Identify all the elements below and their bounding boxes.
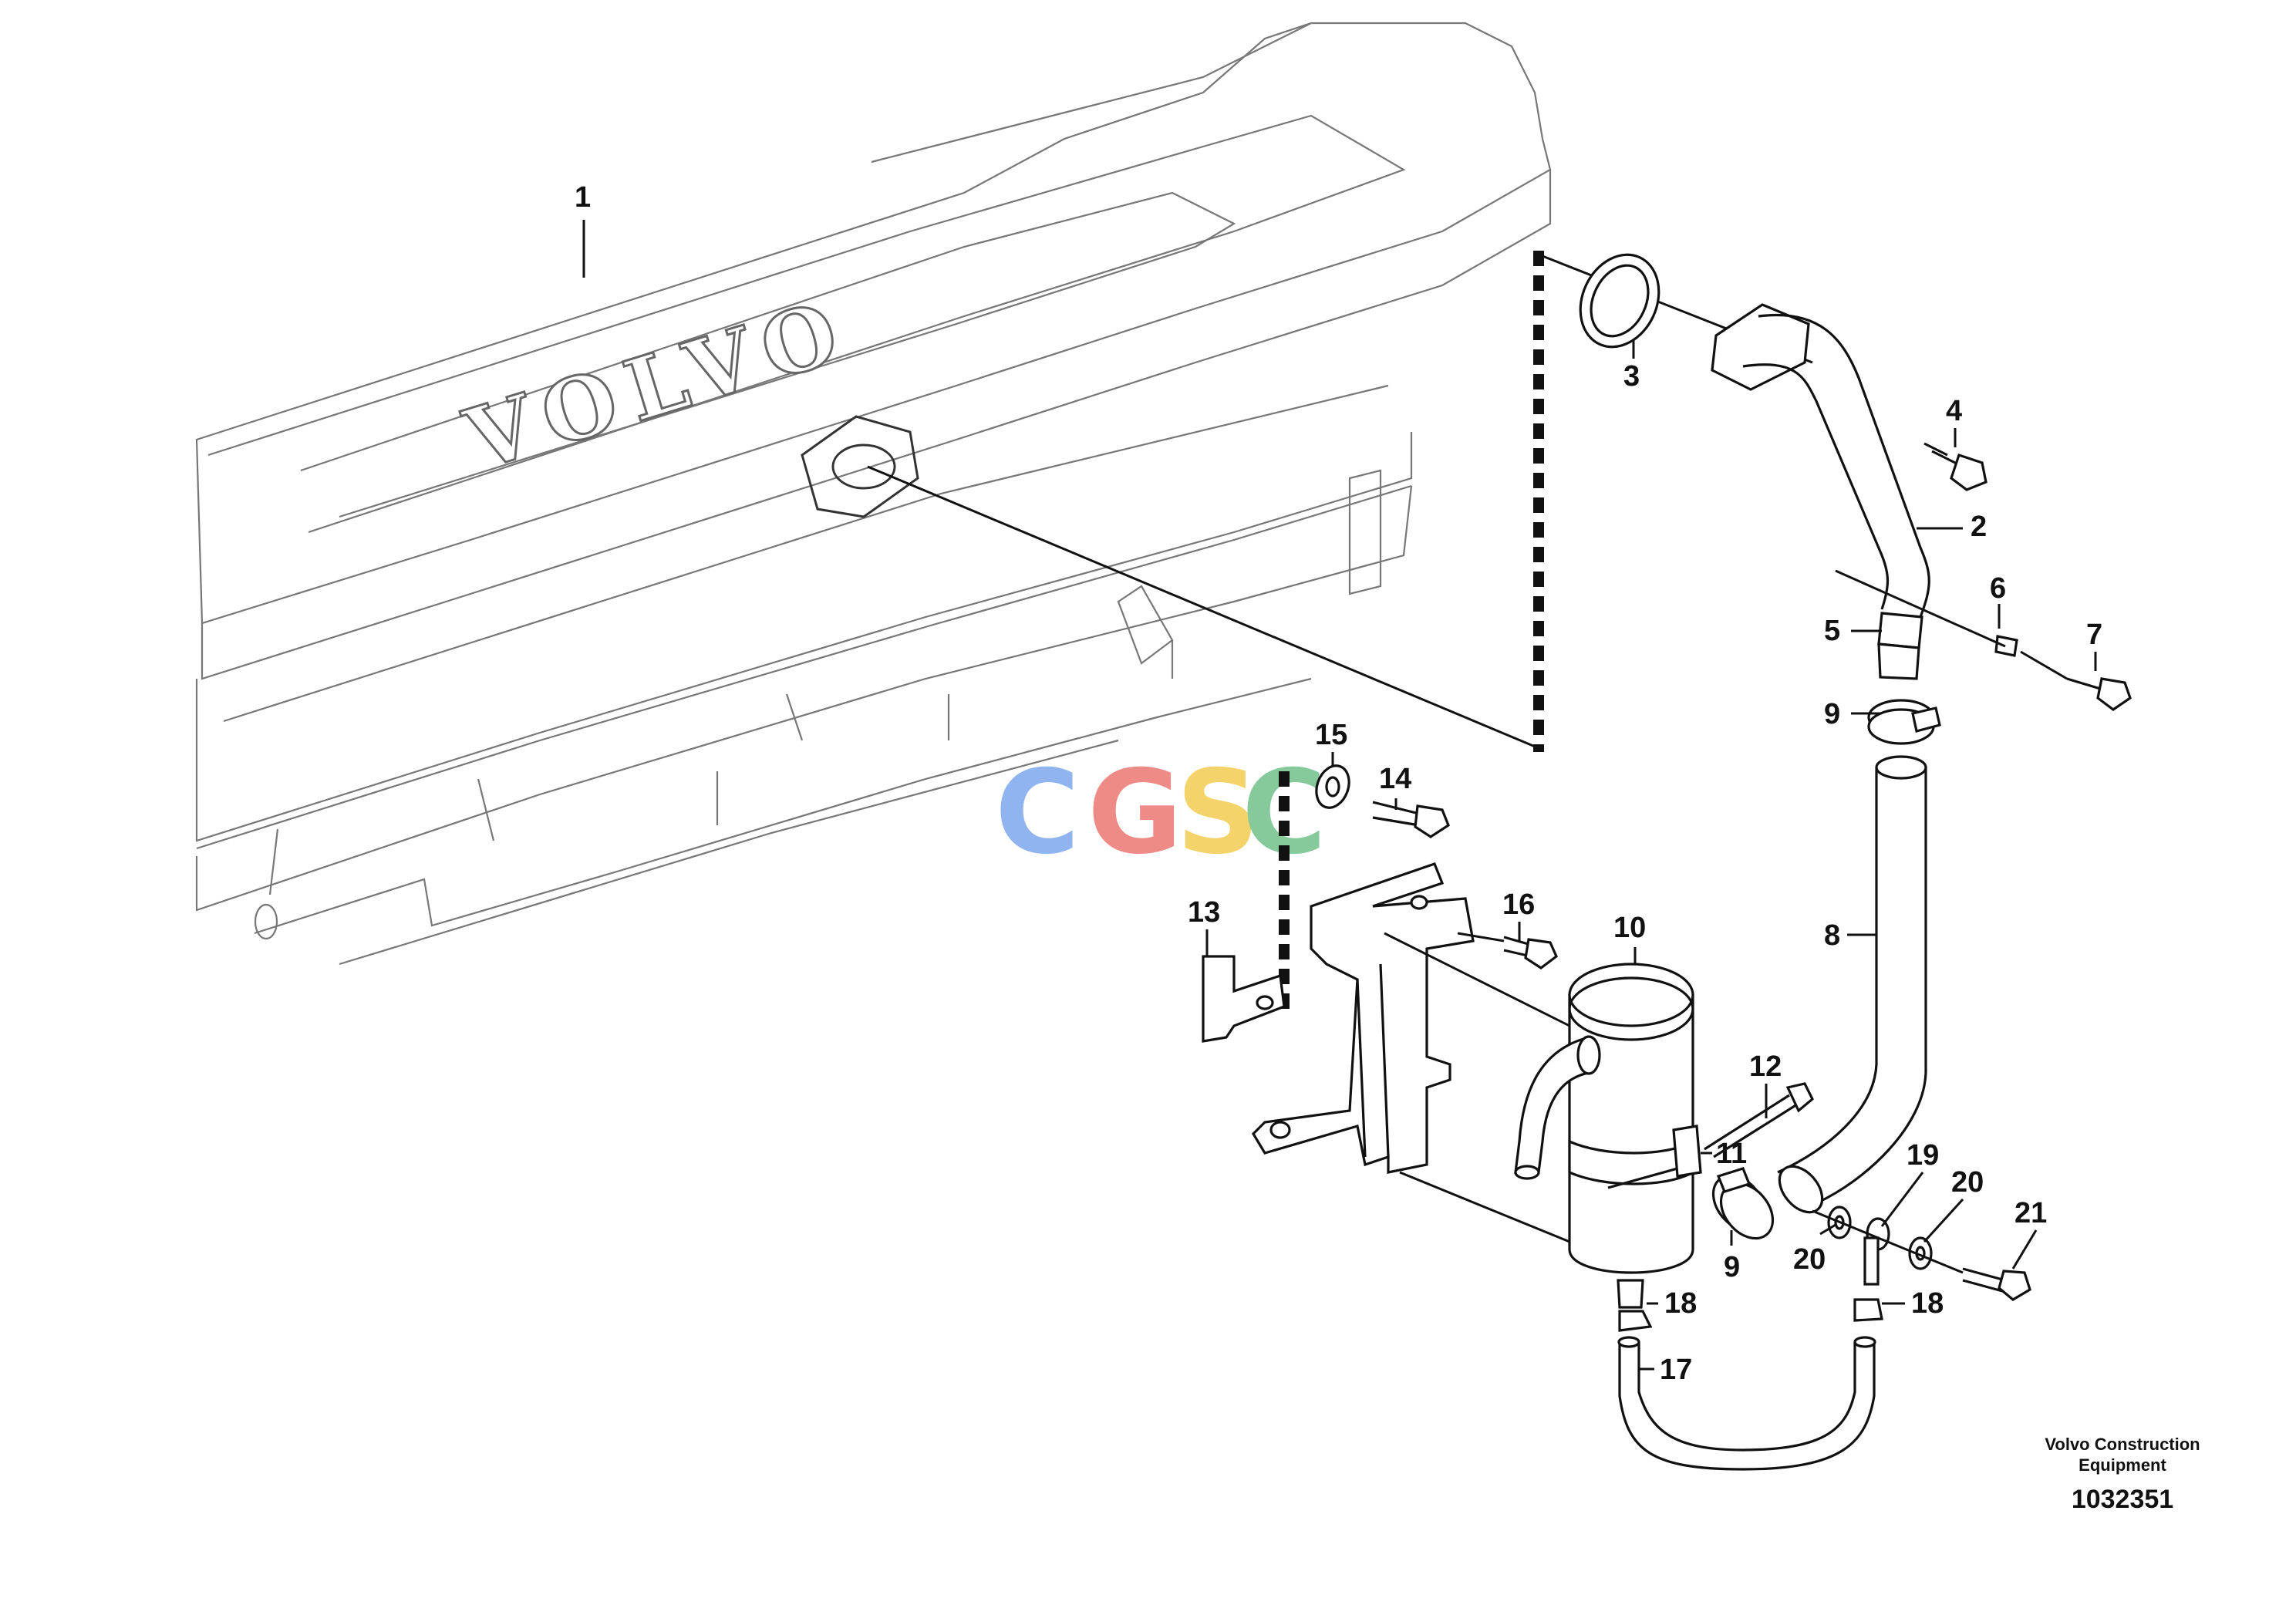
leader-lines [582,220,2097,1371]
callout-11: 11 [1716,1138,1747,1170]
callout-numbers: 1 2 3 4 5 6 7 8 9 9 10 11 12 13 14 15 16… [575,181,2102,1386]
callout-20-right: 20 [1951,1166,1984,1199]
caption-line2: Equipment [2079,1455,2166,1475]
callout-10: 10 [1613,912,1646,944]
hose-clamp-9-bottom [1711,1167,1775,1240]
callout-8: 8 [1824,919,1840,952]
callout-17: 17 [1660,1354,1692,1386]
callout-20-left: 20 [1793,1243,1826,1276]
callout-18-left: 18 [1664,1287,1697,1320]
bracket-13 [1202,862,1475,1174]
callout-14: 14 [1379,763,1411,795]
drain-hose-17 [1617,1298,1883,1471]
callout-4: 4 [1946,395,1962,427]
oil-separator-10 [1384,932,1702,1309]
watermark-letter-s: S [1176,746,1259,880]
callout-6: 6 [1990,572,2006,605]
callout-18-right: 18 [1911,1287,1944,1320]
watermark-letter-c: C [995,746,1080,880]
callout-16: 16 [1502,889,1535,921]
engine-valve-cover: VOLVO [195,22,1552,966]
callout-3: 3 [1623,360,1640,393]
callout-13: 13 [1188,896,1220,929]
breather-pipe-2 [1579,253,2132,711]
callout-5: 5 [1824,615,1840,647]
callout-12: 12 [1749,1050,1782,1083]
banjo-fitting-19 [1812,1206,2031,1301]
figure-number: 1032351 [2072,1485,2173,1514]
watermark-letter-g: G [1087,746,1182,880]
hose-8 [1777,755,1927,1214]
callout-9-top: 9 [1824,698,1840,730]
callout-9-bottom: 9 [1724,1251,1740,1283]
cgsc-watermark: C G S C [995,746,1327,880]
callout-15: 15 [1315,719,1347,751]
bolt-16 [1457,932,1558,969]
callout-19: 19 [1907,1139,1939,1172]
bolt-12 [1704,1082,1814,1158]
caption-line1: Volvo Construction [2045,1435,2200,1454]
callout-2: 2 [1971,511,1987,543]
callout-7: 7 [2086,619,2102,651]
volvo-logo-text: VOLVO [454,279,862,491]
figure-caption: Volvo Construction Equipment 1032351 [2045,1435,2200,1514]
hose-clamp-9-top [1867,699,1941,745]
callout-21: 21 [2014,1197,2047,1229]
callout-1: 1 [575,181,591,214]
